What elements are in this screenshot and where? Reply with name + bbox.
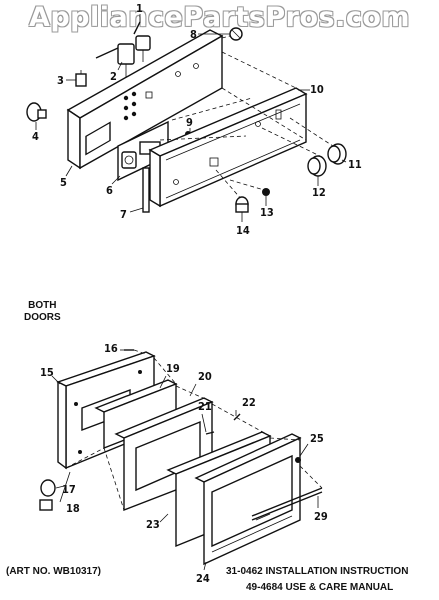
part-3-clip: [75, 70, 87, 87]
callout-24: 24: [196, 572, 210, 585]
art-number: (ART NO. WB10317): [6, 566, 102, 577]
callout-6: 6: [106, 184, 113, 197]
callout-23: 23: [146, 518, 160, 531]
part-29-handle: [251, 465, 323, 521]
callout-20: 20: [198, 370, 212, 383]
part-2-switch: [117, 35, 151, 78]
part-25-screw: [295, 457, 301, 463]
callout-18: 18: [66, 502, 80, 515]
callout-25: 25: [310, 432, 324, 445]
upper-leader-lines: [35, 14, 347, 222]
callout-10: 10: [310, 83, 324, 96]
part-22-screw: [233, 413, 241, 421]
part-21-clip: [205, 431, 215, 435]
section-label-both-doors: BOTH DOORS: [24, 300, 61, 323]
callout-7: 7: [120, 208, 127, 221]
callout-4: 4: [32, 130, 39, 143]
callout-9: 9: [186, 116, 193, 129]
lower-assembly-guides: [65, 357, 301, 511]
lower-leader-lines: [51, 349, 319, 571]
watermark-text: AppliancePartsPros.com: [28, 2, 411, 33]
callout-19: 19: [166, 362, 180, 375]
part-18-clip: [39, 499, 53, 511]
callout-13: 13: [260, 206, 274, 219]
callout-3: 3: [57, 74, 64, 87]
callout-22: 22: [242, 396, 256, 409]
part-11-knob: [327, 143, 347, 165]
callout-15: 15: [40, 366, 54, 379]
part-7-trim-strip: [142, 167, 150, 213]
part-1-wire-terminals: [95, 21, 141, 59]
callout-1: 1: [136, 2, 143, 15]
part-17-stem: [40, 479, 56, 497]
callout-11: 11: [348, 158, 362, 171]
callout-14: 14: [236, 224, 250, 237]
part-14-lamp: [235, 196, 249, 213]
callout-17: 17: [62, 483, 76, 496]
upper-assembly-guides: [159, 51, 337, 201]
part-4-stem: [26, 102, 47, 122]
doc-line-installation: 31-0462 INSTALLATION INSTRUCTION: [226, 566, 409, 577]
part-13-indicator: [262, 188, 270, 196]
callout-21: 21: [198, 400, 212, 413]
part-12-knob: [307, 155, 327, 177]
callout-labels: 1 2 3 4 5 6 7 8 9 10 11 12 13 14 16 15 1…: [32, 2, 362, 585]
callout-16: 16: [104, 342, 118, 355]
callout-5: 5: [60, 176, 67, 189]
callout-12: 12: [312, 186, 326, 199]
callout-8: 8: [190, 28, 197, 41]
part-5-control-bracket: [66, 29, 224, 170]
callout-2: 2: [110, 70, 117, 83]
part-16-screw: [124, 349, 147, 355]
callout-29: 29: [314, 510, 328, 523]
part-24-outer-door: [194, 433, 302, 566]
doc-line-use-care: 49-4684 USE & CARE MANUAL: [246, 582, 394, 593]
